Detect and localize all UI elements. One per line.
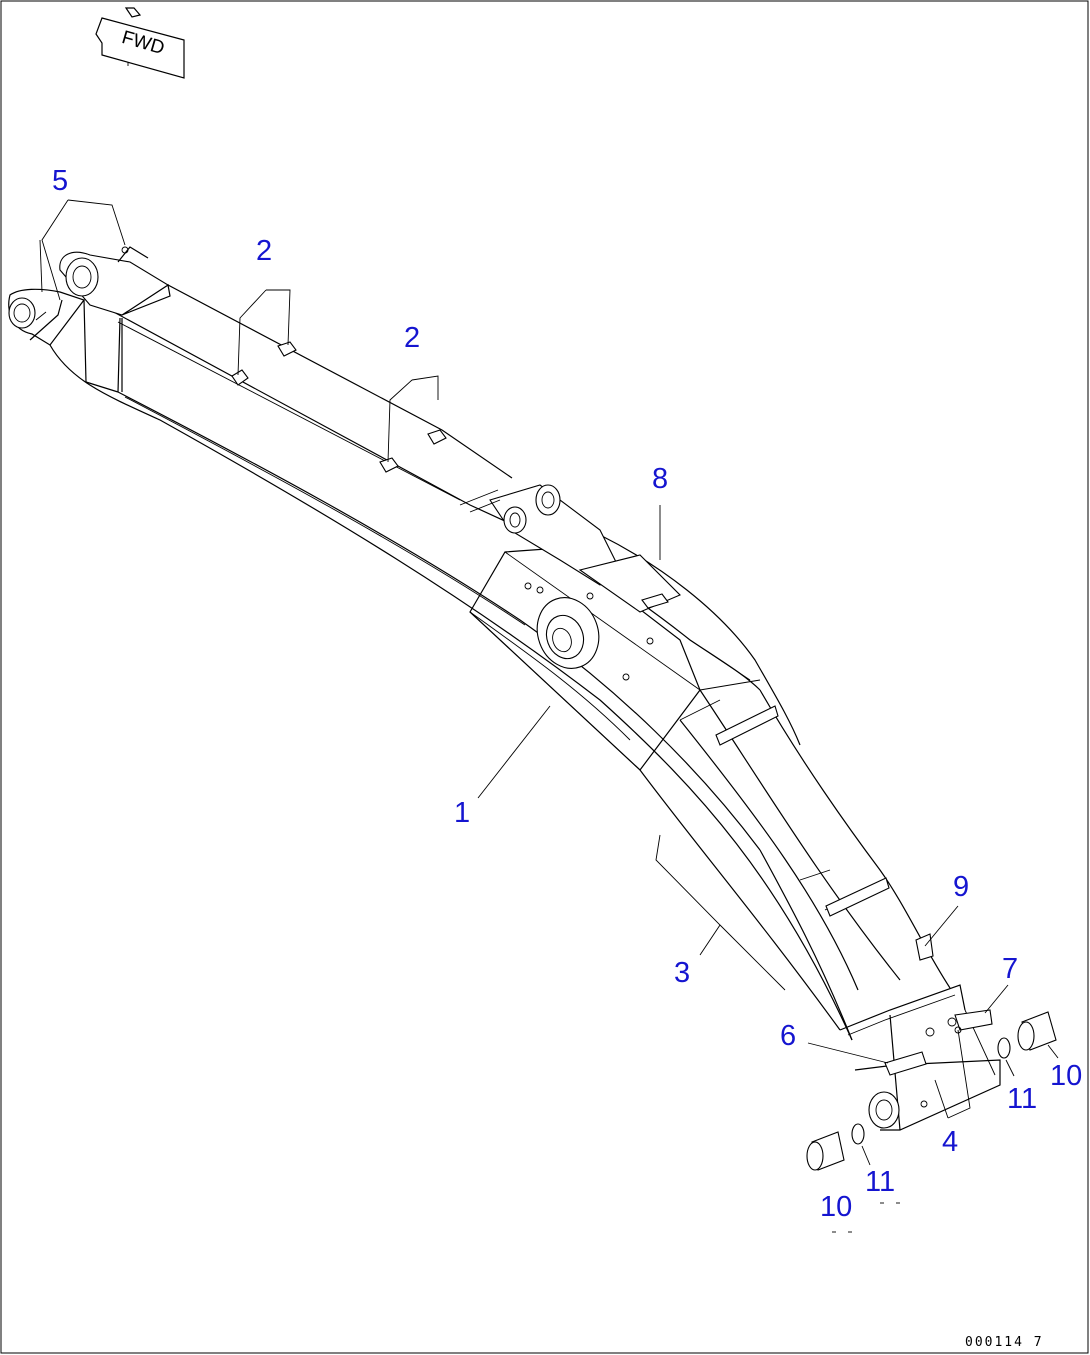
callout-2-upper: 2 [256,235,272,267]
callout-9: 9 [953,871,969,903]
end-boss [868,1091,900,1129]
callout-10-lower: 10 [820,1191,852,1223]
fwd-label: FWD [119,27,166,59]
part-10-bushings [806,1011,1057,1171]
pivot-boss [524,582,654,681]
callout-11-lower: 11 [865,1166,895,1198]
part-8-arm-bracket [459,484,681,613]
callout-8: 8 [652,463,668,495]
side-clips [715,705,934,961]
callout-labels: 5 2 2 8 1 9 3 7 6 10 11 4 11 10 [52,165,1082,1223]
part-6-7-end-clips [884,1009,993,1108]
callout-5: 5 [52,165,68,197]
callout-11-right: 11 [1007,1083,1037,1115]
callout-7: 7 [1002,953,1018,985]
leader-lines [39,199,1059,1166]
callout-10-right: 10 [1050,1060,1082,1092]
callout-1: 1 [454,797,470,829]
boom-structure [8,284,1001,1131]
tick-marks [832,1202,900,1233]
callout-2-lower: 2 [404,322,420,354]
callout-3: 3 [674,957,690,989]
part-2-clips [231,341,447,473]
part-11-rings [851,1037,1011,1145]
drawing-number: 000114 7 [965,1335,1044,1350]
fwd-orientation-icon: FWD [95,7,185,79]
callout-4: 4 [942,1126,958,1158]
part-5-foot-bracket [59,246,170,316]
callout-6: 6 [780,1020,796,1052]
